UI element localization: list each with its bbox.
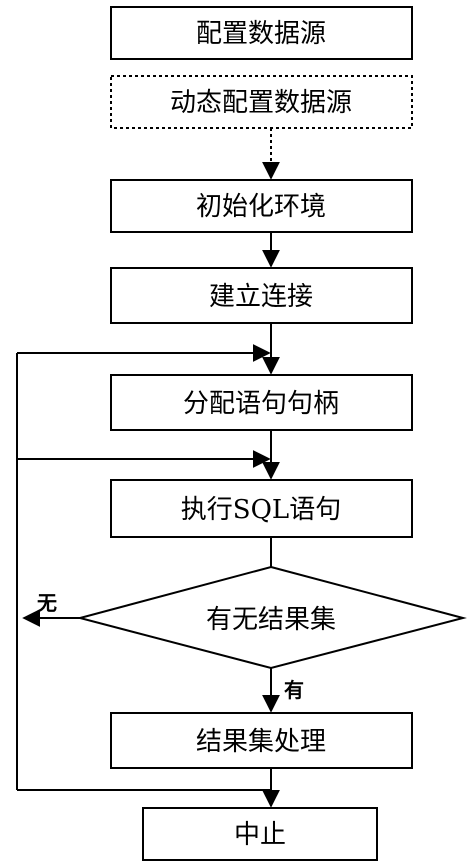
- node-configure-source-label: 配置数据源: [196, 19, 326, 49]
- node-has-result-label: 有无结果集: [206, 605, 336, 635]
- node-dynamic-configure-box: [110, 75, 413, 129]
- node-connect-label: 建立连接: [209, 282, 313, 312]
- node-connect-box: [110, 267, 413, 324]
- node-alloc-handle-box: [110, 374, 413, 431]
- node-exec-sql-label: 执行SQL语句: [181, 495, 341, 525]
- node-stop-box: [142, 807, 378, 861]
- node-stop-label: 中止: [234, 820, 286, 850]
- node-alloc-handle-label: 分配语句句柄: [183, 389, 339, 419]
- node-dynamic-configure-label: 动态配置数据源: [170, 88, 352, 118]
- node-init-env-box: [110, 179, 413, 233]
- edge-label-yes: 有: [284, 678, 304, 702]
- node-init-env-label: 初始化环境: [196, 192, 326, 222]
- edge-label-no: 无: [37, 591, 57, 615]
- node-configure-source-box: [110, 6, 413, 60]
- node-process-result-box: [110, 712, 413, 769]
- node-exec-sql-box: [110, 479, 413, 538]
- node-process-result-label: 结果集处理: [196, 727, 326, 757]
